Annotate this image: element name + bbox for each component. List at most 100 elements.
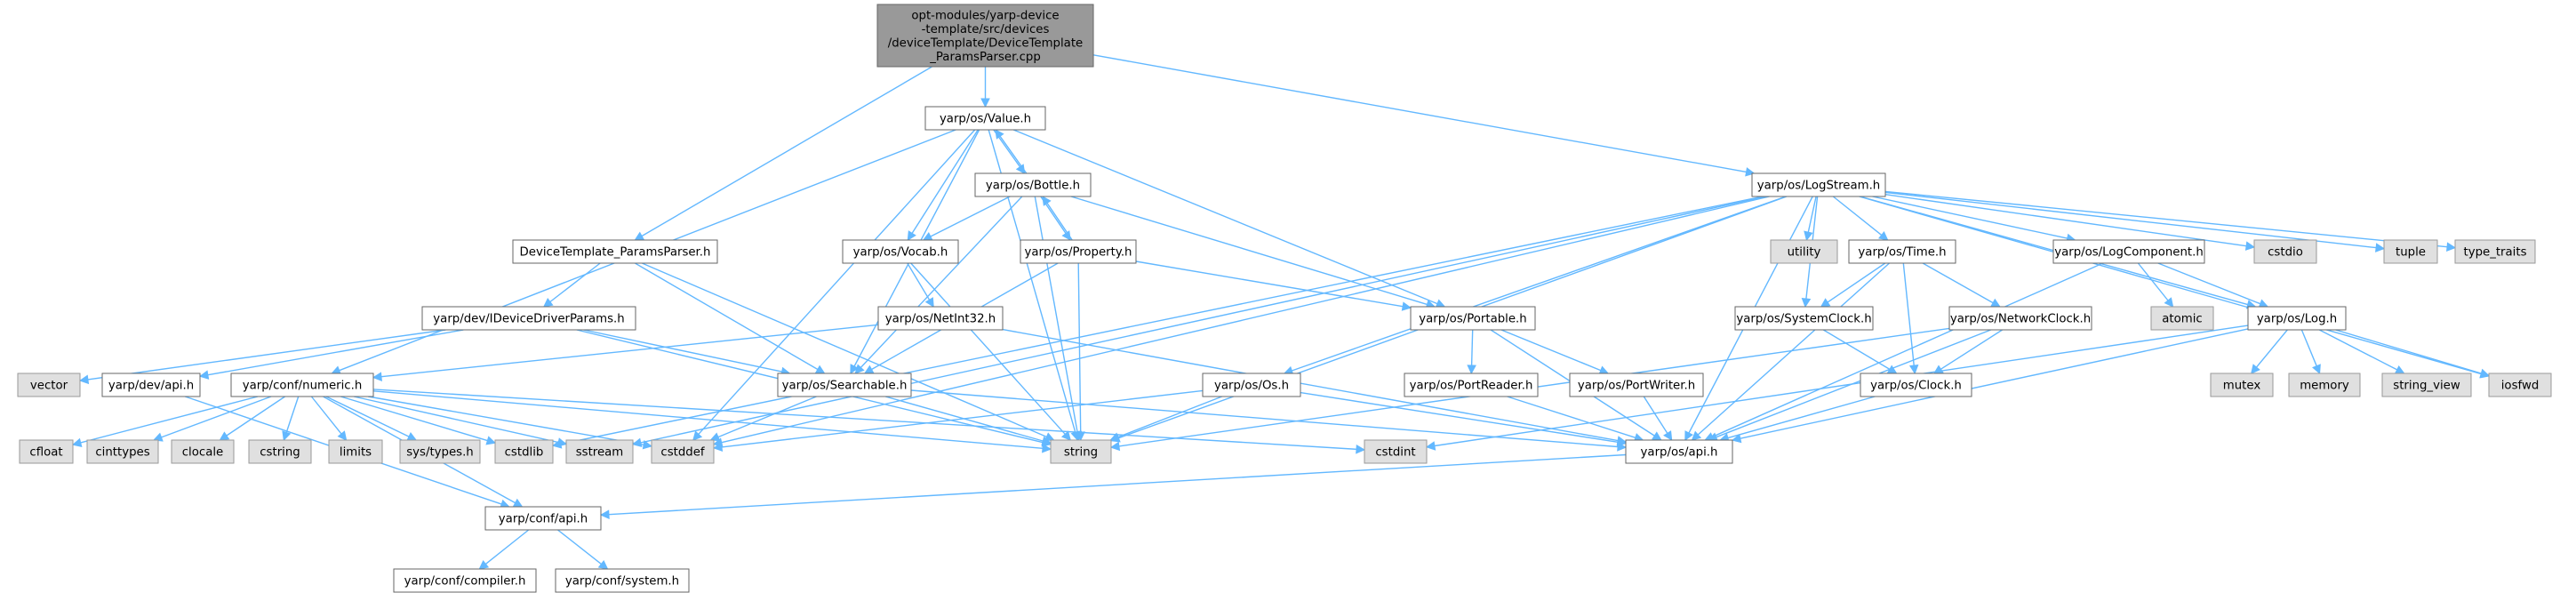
node-vocab[interactable]: yarp/os/Vocab.h	[842, 239, 959, 264]
edge-netint32-to-osapi	[1002, 328, 1619, 442]
node-box-systypes	[399, 439, 481, 464]
node-box-system	[555, 568, 690, 593]
edge-osapi-to-confapi	[608, 453, 1627, 516]
node-label-mutex: mutex	[2223, 380, 2261, 393]
node-box-limits	[328, 439, 383, 464]
node-netint32[interactable]: yarp/os/NetInt32.h	[877, 306, 1004, 331]
arrowhead-numeric-to-systypes	[406, 432, 418, 441]
node-label-portreader: yarp/os/PortReader.h	[1410, 380, 1533, 393]
node-box-portreader	[1404, 373, 1539, 397]
node-label-confapi: yarp/conf/api.h	[499, 513, 588, 526]
node-box-property	[1020, 239, 1137, 264]
edge-logstream-to-tuple	[1884, 191, 2377, 249]
arrowhead-root-to-value	[980, 98, 990, 108]
node-property[interactable]: yarp/os/Property.h	[1020, 239, 1137, 264]
node-os[interactable]: yarp/os/Os.h	[1202, 373, 1301, 397]
node-box-searchable	[777, 373, 912, 397]
node-label-osapi: yarp/os/api.h	[1641, 446, 1718, 460]
edge-os-to-cstddef	[721, 389, 1204, 448]
node-label-root: -template/src/devices	[922, 23, 1050, 36]
node-log[interactable]: yarp/os/Log.h	[2247, 306, 2347, 331]
node-logstream[interactable]: yarp/os/LogStream.h	[1751, 172, 1886, 197]
node-iosfwd: iosfwd	[2488, 373, 2552, 397]
node-bottle[interactable]: yarp/os/Bottle.h	[974, 172, 1092, 197]
node-box-os	[1202, 373, 1301, 397]
node-confapi[interactable]: yarp/conf/api.h	[484, 506, 602, 531]
node-value[interactable]: yarp/os/Value.h	[924, 106, 1046, 131]
node-time[interactable]: yarp/os/Time.h	[1848, 239, 1956, 264]
edge-numeric-to-cstdint	[372, 389, 1357, 450]
node-dtparams[interactable]: DeviceTemplate_ParamsParser.h	[512, 239, 718, 264]
edge-logstream-to-time	[1832, 196, 1883, 236]
node-portwriter[interactable]: yarp/os/PortWriter.h	[1569, 373, 1704, 397]
node-devapi[interactable]: yarp/dev/api.h	[101, 373, 201, 397]
node-box-vector	[17, 373, 81, 397]
edge-dtparams-to-searchable	[635, 262, 819, 371]
node-portreader[interactable]: yarp/os/PortReader.h	[1404, 373, 1539, 397]
edge-bottle-to-vocab	[930, 196, 1011, 237]
edge-netint32-to-numeric	[380, 324, 879, 378]
node-box-netint32	[877, 306, 1004, 331]
node-searchable[interactable]: yarp/os/Searchable.h	[777, 373, 912, 397]
node-atomic: atomic	[2150, 306, 2214, 331]
node-label-root: _ParamsParser.cpp	[929, 51, 1041, 64]
node-box-logstream	[1751, 172, 1886, 197]
node-label-iosfwd: iosfwd	[2501, 380, 2540, 393]
node-label-os: yarp/os/Os.h	[1214, 380, 1289, 393]
node-idevparams[interactable]: yarp/dev/IDeviceDriverParams.h	[421, 306, 636, 331]
node-label-log: yarp/os/Log.h	[2257, 313, 2337, 326]
node-label-portwriter: yarp/os/PortWriter.h	[1578, 380, 1695, 393]
arrowhead-searchable-to-cstddef	[709, 432, 721, 442]
node-box-cstddef	[651, 439, 715, 464]
edge-logstream-to-type_traits	[1884, 190, 2448, 248]
node-numeric[interactable]: yarp/conf/numeric.h	[230, 373, 374, 397]
node-portable[interactable]: yarp/os/Portable.h	[1410, 306, 1536, 331]
arrowhead-logcomponent-to-osapi	[1704, 432, 1716, 442]
node-networkclock[interactable]: yarp/os/NetworkClock.h	[1948, 306, 2092, 331]
edge-logstream-to-os	[1292, 196, 1787, 372]
node-label-cfloat: cfloat	[29, 446, 62, 460]
arrowhead-portable-to-osapi	[1652, 431, 1662, 441]
edge-time-to-networkclock	[1922, 262, 1994, 304]
edge-bottle-to-value	[999, 135, 1028, 174]
arrowhead-logstream-to-cstdlib	[551, 439, 563, 449]
arrowhead-root-to-dtparams	[634, 231, 645, 241]
node-box-networkclock	[1948, 306, 2092, 331]
node-label-property: yarp/os/Property.h	[1025, 246, 1132, 260]
node-logcomponent[interactable]: yarp/os/LogComponent.h	[2052, 239, 2205, 264]
node-label-dtparams: DeviceTemplate_ParamsParser.h	[520, 246, 711, 260]
edge-bottle-to-string	[1034, 196, 1078, 433]
node-clock[interactable]: yarp/os/Clock.h	[1860, 373, 1972, 397]
edge-numeric-to-sstream	[353, 396, 559, 444]
node-root[interactable]: opt-modules/yarp-device-template/src/dev…	[876, 4, 1094, 68]
arrowhead-logstream-to-utility	[1804, 230, 1813, 242]
node-label-logstream: yarp/os/LogStream.h	[1757, 180, 1880, 193]
arrowhead-value-to-portable	[1435, 299, 1446, 309]
node-system[interactable]: yarp/conf/system.h	[555, 568, 690, 593]
node-box-type_traits	[2454, 239, 2536, 264]
node-box-value	[924, 106, 1046, 131]
node-box-systemclock	[1734, 306, 1874, 331]
node-label-searchable: yarp/os/Searchable.h	[782, 380, 908, 393]
node-label-numeric: yarp/conf/numeric.h	[243, 380, 363, 393]
node-type_traits: type_traits	[2454, 239, 2536, 264]
node-label-systypes: sys/types.h	[406, 446, 474, 460]
node-box-vocab	[842, 239, 959, 264]
node-vector: vector	[17, 373, 81, 397]
arrowhead-time-to-networkclock	[1990, 298, 2001, 308]
edge-logstream-to-cstdlib	[560, 196, 1764, 445]
node-box-devapi	[101, 373, 201, 397]
arrowhead-log-to-osapi	[1731, 433, 1742, 444]
node-label-clock: yarp/os/Clock.h	[1870, 380, 1962, 393]
node-osapi[interactable]: yarp/os/api.h	[1625, 439, 1733, 464]
arrowhead-idevparams-to-vector	[78, 374, 90, 385]
edge-searchable-to-osapi	[910, 389, 1619, 448]
node-box-clock	[1860, 373, 1972, 397]
node-box-time	[1848, 239, 1956, 264]
node-string: string	[1050, 439, 1112, 464]
node-compiler[interactable]: yarp/conf/compiler.h	[393, 568, 537, 593]
node-label-networkclock: yarp/os/NetworkClock.h	[1950, 313, 2091, 326]
node-systemclock[interactable]: yarp/os/SystemClock.h	[1734, 306, 1874, 331]
node-label-root: /deviceTemplate/DeviceTemplate	[888, 36, 1083, 50]
